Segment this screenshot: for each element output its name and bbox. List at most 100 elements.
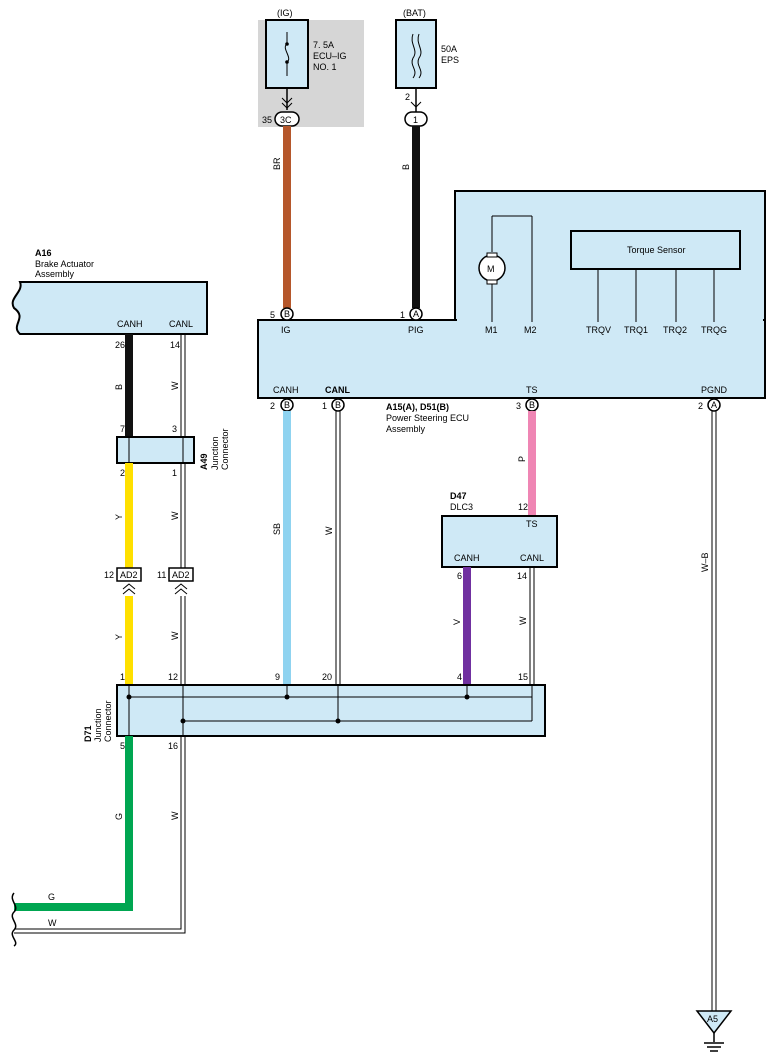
ecu-pin-ig: 5 (270, 310, 275, 320)
ecu-id: A15(A), D51(B) (386, 402, 449, 412)
a49-name2: Connector (220, 428, 230, 470)
d47-pin-canl: 14 (517, 571, 527, 581)
bat-pin: 2 (405, 92, 410, 102)
d71-id: D71 (83, 725, 93, 742)
wire-w-vert-label: W (170, 811, 180, 820)
ig-fuse-dot-bottom (285, 60, 289, 64)
a16-box (11, 281, 208, 335)
d47-name1: DLC3 (450, 502, 473, 512)
ground-label: A5 (707, 1014, 718, 1024)
wire-w-lower-label: W (170, 631, 180, 640)
a16-pin-h: 26 (115, 340, 125, 350)
d47-canh: CANH (454, 553, 480, 563)
d71-pin-16: 16 (168, 741, 178, 751)
d47-pin-canh: 6 (457, 571, 462, 581)
d71-pin-15: 15 (518, 672, 528, 682)
a16-id: A16 (35, 248, 52, 258)
a49-pin-t2: 3 (172, 424, 177, 434)
wire-break-mark (11, 892, 17, 947)
bat-fuse-name1: EPS (441, 55, 459, 65)
ecu-conn-ig-label: B (284, 309, 290, 319)
a49-id: A49 (199, 453, 209, 470)
ad2-chevron-icon-2 (174, 583, 188, 595)
ecu-conn-ig (280, 307, 294, 321)
d47-box (441, 515, 558, 568)
bat-connector-label: 1 (413, 115, 418, 125)
ecu-term-m1: M1 (485, 325, 498, 335)
ecu-conn-pgnd-label: A (711, 400, 717, 410)
a16-name1: Brake Actuator (35, 259, 94, 269)
ecu-pin-pgnd: 2 (698, 401, 703, 411)
a16-name2: Assembly (35, 269, 75, 279)
ecu-conn-ts-label: B (529, 400, 535, 410)
ig-source-label: (IG) (277, 8, 293, 18)
wire-b-pig-label: B (401, 164, 411, 170)
wire-w-upper-label: W (170, 511, 180, 520)
wire-g-vert-label: G (114, 813, 124, 820)
wire-sb-label: SB (272, 523, 282, 535)
wire-v-label: V (452, 619, 462, 625)
ig-fuse-name2: NO. 1 (313, 62, 337, 72)
ecu-conn-canl-label: B (335, 400, 341, 410)
ecu-conn-pig (409, 307, 423, 321)
wire-p-label: P (517, 456, 527, 462)
d71-splice-4 (180, 718, 186, 724)
ig-pin: 35 (262, 115, 272, 125)
d47-canl: CANL (520, 553, 544, 563)
ad2-chevron-icon-1 (122, 583, 136, 595)
wire-w-ecu-canl-label: W (324, 526, 334, 535)
bat-fuse-rating: 50A (441, 44, 457, 54)
wire-br-label: BR (272, 157, 282, 170)
ad2-conn1-label: AD2 (120, 570, 138, 580)
ad2-pin1: 12 (104, 570, 114, 580)
d71-splice-5 (335, 718, 341, 724)
wire-y-upper-label: Y (114, 514, 124, 520)
ad2-conn1 (116, 567, 142, 582)
ecu-term-trqv: TRQV (586, 325, 611, 335)
wire-a16-canh-label: B (114, 384, 124, 390)
bat-fuse-icon (411, 33, 422, 79)
ecu-term-trq2: TRQ2 (663, 325, 687, 335)
bat-source-label: (BAT) (403, 8, 426, 18)
ig-chevron-icon (281, 97, 293, 109)
ecu-term-trqg: TRQG (701, 325, 727, 335)
a49-pin-b2: 1 (172, 468, 177, 478)
d71-splice-3 (464, 694, 470, 700)
torque-sensor-label: Torque Sensor (627, 245, 686, 255)
d71-pin-5: 5 (120, 741, 125, 751)
ecu-pin-canh: 2 (270, 401, 275, 411)
motor-label: M (487, 264, 495, 274)
ecu-term-canl: CANL (325, 385, 350, 395)
ig-connector-label: 3C (280, 115, 292, 125)
a16-pin-l: 14 (170, 340, 180, 350)
ecu-term-trq1: TRQ1 (624, 325, 648, 335)
d47-id: D47 (450, 491, 467, 501)
wire-w-dlc-label: W (518, 616, 528, 625)
a49-box (116, 436, 195, 464)
a16-canl: CANL (169, 319, 193, 329)
a49-pin-b1: 2 (120, 468, 125, 478)
d71-name2: Connector (103, 700, 113, 742)
ig-fuse-dot-top (285, 42, 289, 46)
ecu-pin-ts: 3 (516, 401, 521, 411)
d71-pin-1: 1 (120, 672, 125, 682)
ecu-pin-canl: 1 (322, 401, 327, 411)
d47-ts: TS (526, 519, 538, 529)
wire-w-horiz-label: W (48, 918, 57, 928)
ig-fuse-name1: ECU–IG (313, 51, 347, 61)
bat-fuse-box (395, 19, 437, 89)
ecu-name1: Power Steering ECU (386, 413, 469, 423)
d71-box (116, 684, 546, 737)
d71-pin-9: 9 (275, 672, 280, 682)
ecu-term-ts: TS (526, 385, 538, 395)
ad2-conn2-label: AD2 (172, 570, 190, 580)
ecu-main-box (257, 319, 766, 399)
a16-canh: CANH (117, 319, 143, 329)
d47-pin-ts: 12 (518, 502, 528, 512)
ig-fuse-rating: 7. 5A (313, 40, 334, 50)
ecu-term-pig: PIG (408, 325, 424, 335)
bat-chevron-icon (410, 101, 422, 108)
ecu-name2: Assembly (386, 424, 426, 434)
torque-sensor-box (570, 230, 741, 270)
